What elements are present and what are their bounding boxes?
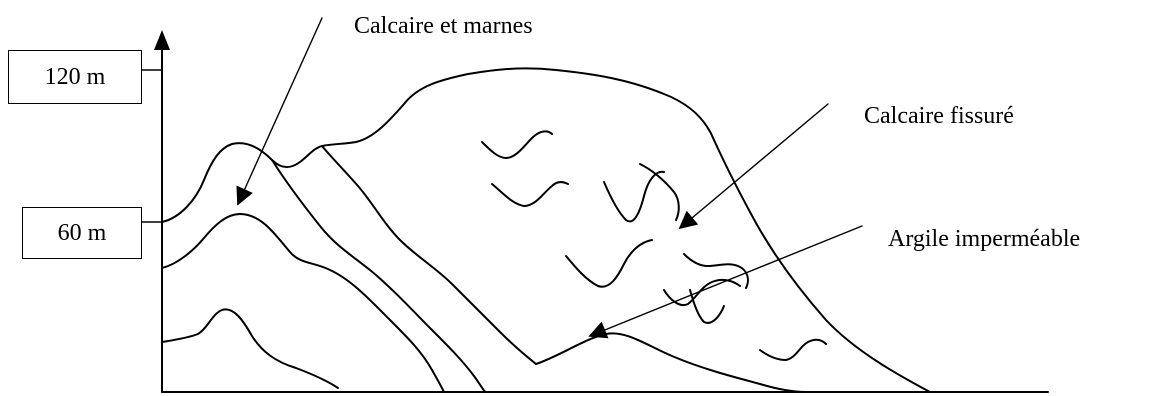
label-calcaire-fissure: Calcaire fissuré [864, 104, 1014, 128]
layer-line-clay [536, 333, 806, 392]
fissure-6 [690, 290, 724, 323]
fissure-4 [566, 240, 652, 287]
fissure-1 [482, 131, 552, 158]
layer-line-notch [322, 146, 536, 364]
arrow-calcaire-fissure [680, 104, 828, 228]
layer-line-lower [162, 309, 338, 388]
fissure-8 [760, 340, 826, 360]
altitude-axis-arrow [154, 30, 170, 50]
fissure-3 [604, 172, 664, 222]
layer-line-middle [272, 160, 486, 392]
fissure-2 [492, 182, 568, 206]
label-calcaire-et-marnes: Calcaire et marnes [354, 14, 533, 38]
arrow-argile [590, 226, 862, 336]
arrow-calcaire-marnes [238, 18, 322, 204]
altitude-label-60m: 60 m [22, 207, 142, 259]
altitude-label-120m: 120 m [8, 50, 142, 104]
fissure-7 [684, 254, 748, 288]
label-argile-impermeable: Argile imperméable [888, 227, 1080, 251]
